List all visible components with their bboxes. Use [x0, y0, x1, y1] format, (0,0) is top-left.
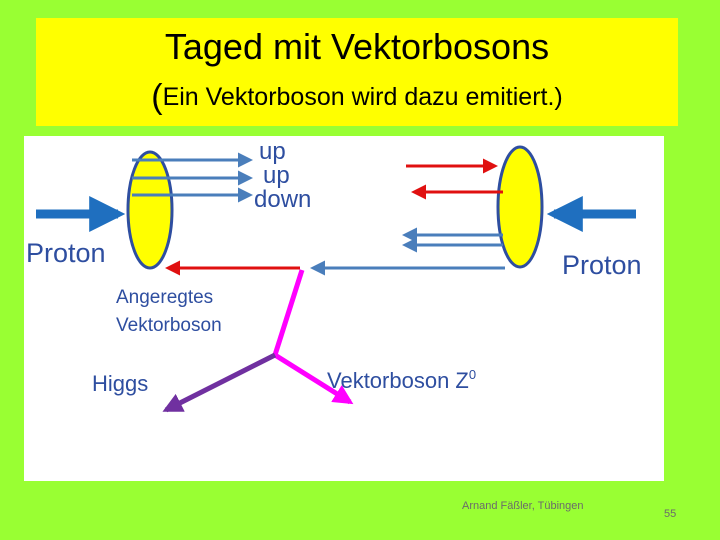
page-number: 55	[664, 508, 677, 520]
subtitle-text: Ein Vektorboson wird dazu emitiert.)	[162, 83, 563, 111]
subtitle-open-paren: (	[151, 78, 163, 116]
proton-label-left: Proton	[26, 238, 106, 268]
quark-label-up-1: up	[259, 138, 286, 165]
higgs-label: Higgs	[92, 371, 149, 396]
higgs-arrow	[162, 352, 277, 413]
excited-boson-label-line1: Angeregtes	[116, 287, 214, 308]
footer-author: Arnand Fäßler, Tübingen	[462, 500, 584, 512]
left-proton-ellipse	[126, 150, 174, 270]
slide-title: Taged mit Vektorbosons	[164, 26, 550, 67]
excited-boson-label-line2: Vektorboson	[116, 315, 222, 336]
right-proton-ellipse	[496, 145, 544, 269]
z-boson-label-superscript: 0	[468, 367, 477, 382]
excited-boson-line	[272, 269, 305, 356]
quark-label-up-2: up	[263, 162, 290, 189]
quark-label-down: down	[254, 186, 312, 213]
z-boson-label-text: Vektorboson Z	[327, 368, 469, 393]
title-box: Taged mit Vektorbosons (Ein Vektorboson …	[36, 18, 678, 126]
z-boson-label: Vektorboson Z0	[327, 367, 476, 394]
z-boson-arrow	[273, 352, 354, 405]
slide-subtitle: (Ein Vektorboson wird dazu emitiert.)	[36, 78, 678, 117]
proton-label-right: Proton	[562, 250, 642, 280]
